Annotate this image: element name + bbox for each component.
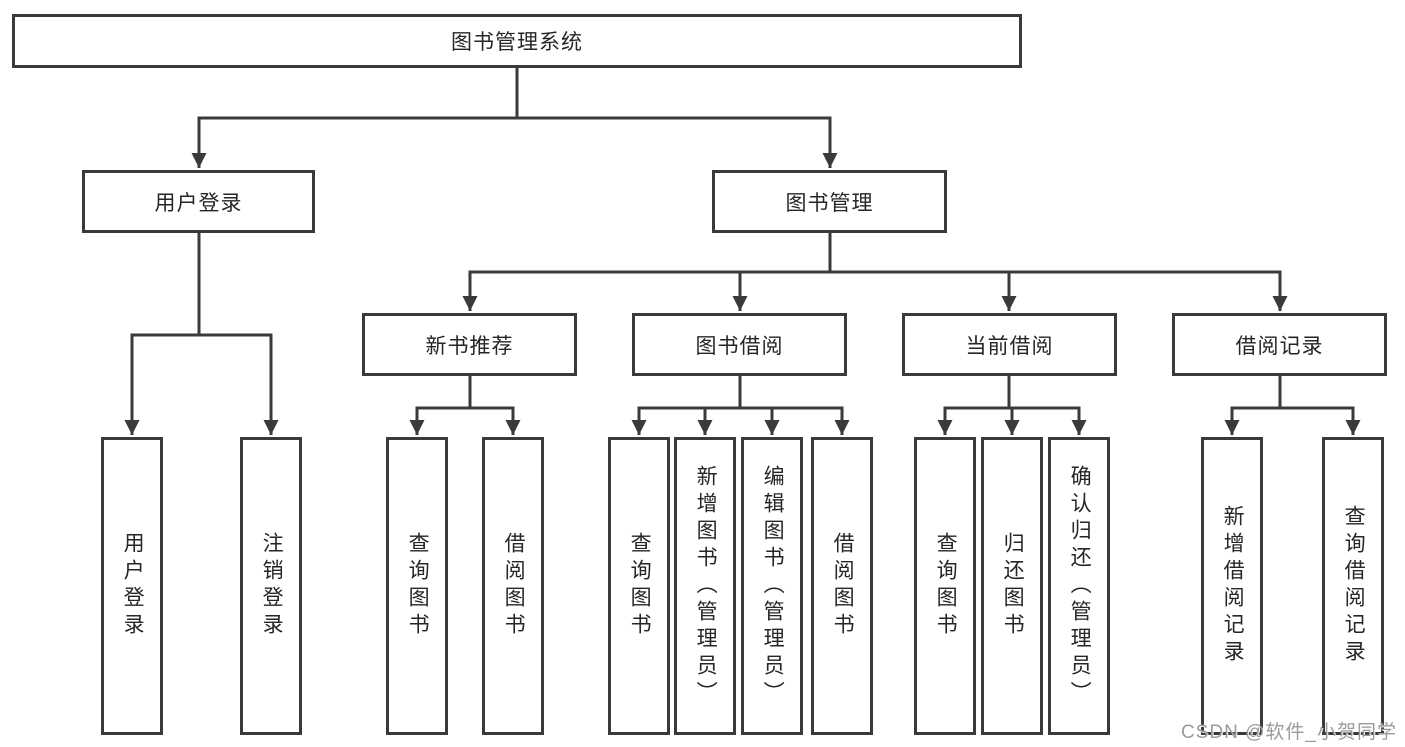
node-add-borrowing-record: 新增借阅记录 xyxy=(1201,437,1263,735)
node-borrow-books-1: 借阅图书 xyxy=(482,437,544,735)
node-query-books-2: 查询图书 xyxy=(608,437,670,735)
node-label: 查询图书 xyxy=(628,532,652,640)
node-borrow-books-2: 借阅图书 xyxy=(811,437,873,735)
node-label: 归还图书 xyxy=(1001,532,1025,640)
node-label: 借阅图书 xyxy=(502,532,526,640)
node-library-management-system: 图书管理系统 xyxy=(12,14,1022,68)
node-label: 借阅图书 xyxy=(831,532,855,640)
node-label: 查询图书 xyxy=(406,532,430,640)
node-user-login-group: 用户登录 xyxy=(82,170,315,233)
node-logout: 注销登录 xyxy=(240,437,302,735)
csdn-watermark: CSDN @软件_小贺同学 xyxy=(1181,722,1397,743)
node-query-books-1: 查询图书 xyxy=(386,437,448,735)
node-label: 新增图书（管理员） xyxy=(694,464,718,708)
node-return-books: 归还图书 xyxy=(981,437,1043,735)
node-label: 查询借阅记录 xyxy=(1342,505,1366,667)
node-query-borrowing-record: 查询借阅记录 xyxy=(1322,437,1384,735)
node-book-borrowing: 图书借阅 xyxy=(632,313,847,376)
node-label: 确认归还（管理员） xyxy=(1068,464,1092,708)
node-query-books-3: 查询图书 xyxy=(914,437,976,735)
node-borrowing-records: 借阅记录 xyxy=(1172,313,1387,376)
node-new-book-recommendation: 新书推荐 xyxy=(362,313,577,376)
node-edit-book-admin: 编辑图书（管理员） xyxy=(741,437,803,735)
node-book-management: 图书管理 xyxy=(712,170,947,233)
node-user-login: 用户登录 xyxy=(101,437,163,735)
node-label: 查询图书 xyxy=(934,532,958,640)
node-label: 新增借阅记录 xyxy=(1221,505,1245,667)
node-confirm-return-admin: 确认归还（管理员） xyxy=(1048,437,1110,735)
node-add-book-admin: 新增图书（管理员） xyxy=(674,437,736,735)
node-label: 用户登录 xyxy=(121,532,145,640)
node-label: 编辑图书（管理员） xyxy=(761,464,785,708)
node-current-borrowing: 当前借阅 xyxy=(902,313,1117,376)
node-label: 注销登录 xyxy=(260,532,284,640)
